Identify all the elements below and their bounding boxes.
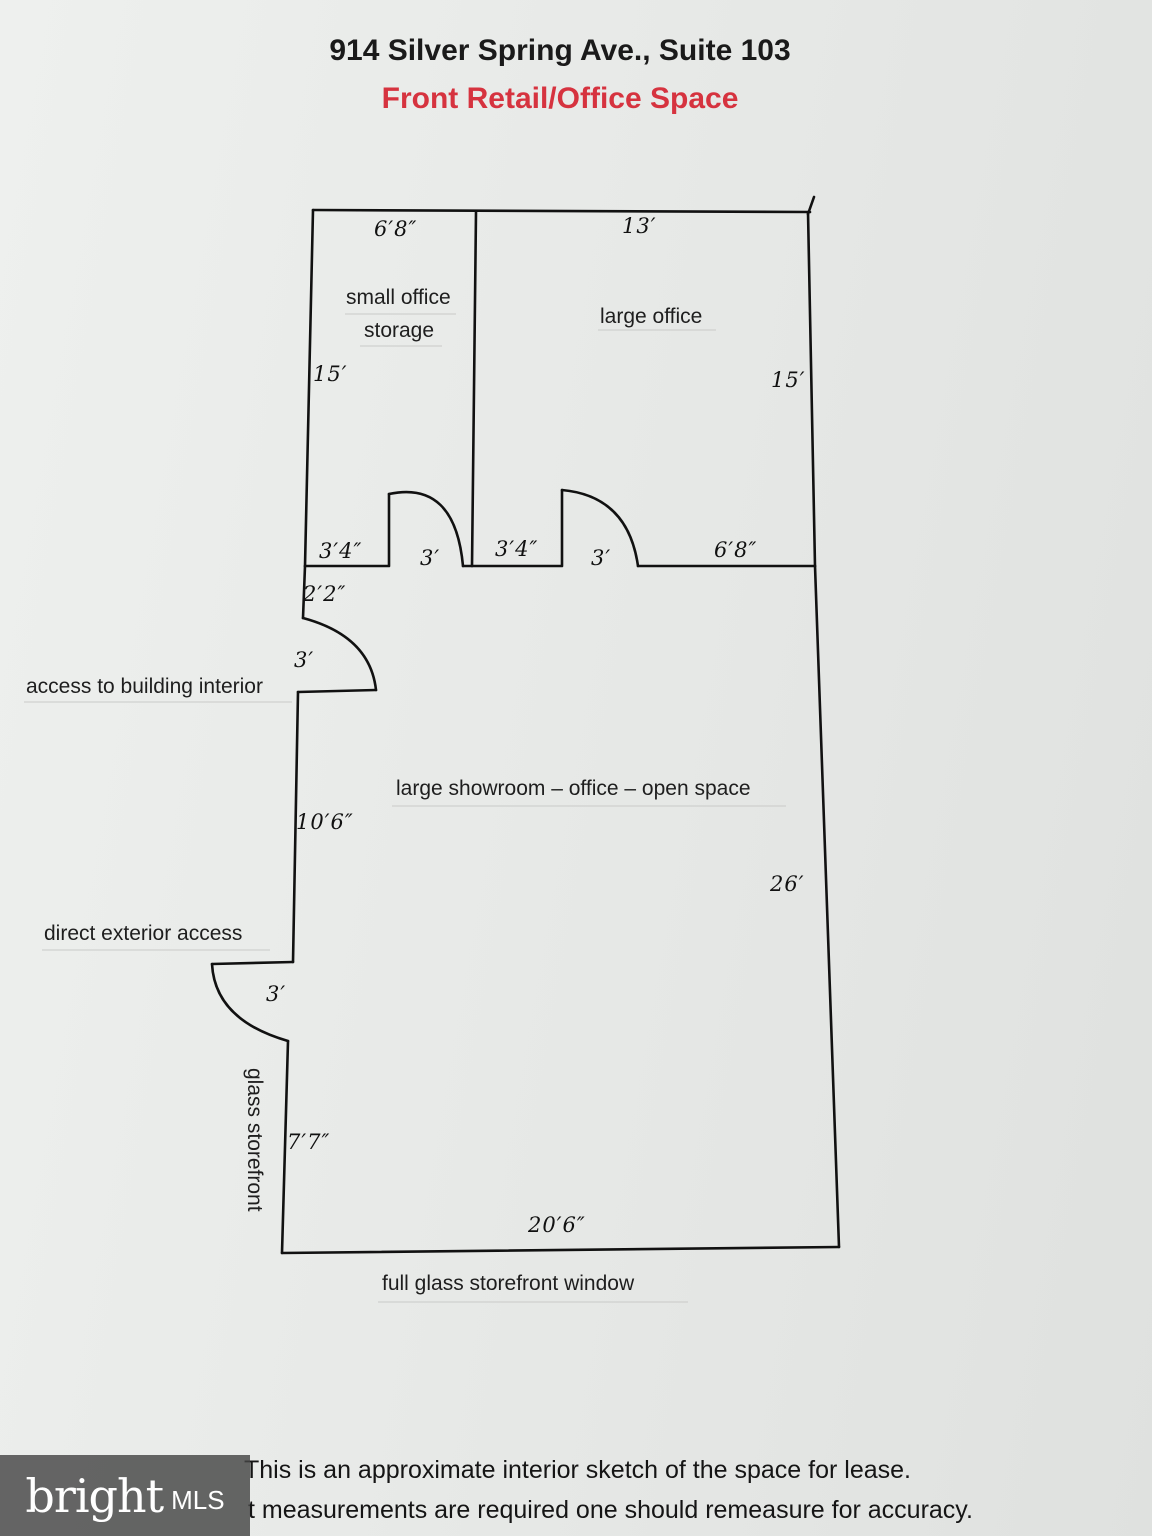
corner-tick	[806, 195, 816, 216]
dim-wall-right-seg: 6′8″	[714, 538, 758, 562]
office-front-wall-left	[303, 492, 391, 568]
dim-large-office-width: 13′	[622, 214, 657, 238]
exterior-door-sill	[210, 960, 295, 966]
dim-large-office-depth: 15′	[771, 368, 806, 392]
large-office-label: large office	[600, 305, 703, 328]
door-swing-large-office	[560, 488, 640, 568]
dim-left-upper-seg: 2′2″	[303, 582, 347, 606]
dim-left-mid-seg: 10′6″	[296, 810, 354, 834]
office-front-wall-mid	[461, 488, 564, 568]
interior-access-label: access to building interior	[26, 675, 263, 698]
glass-storefront-label: glass storefront	[243, 1068, 266, 1212]
dim-door-small-office: 3′	[420, 546, 441, 570]
office-right-wall	[806, 210, 817, 568]
showroom-label: large showroom – office – open space	[396, 777, 751, 800]
front-wall	[280, 1245, 841, 1255]
dim-small-office-width: 6′8″	[374, 217, 418, 241]
door-swing-small-office	[387, 490, 465, 568]
door-swing-exterior	[210, 962, 290, 1043]
storefront-window-label: full glass storefront window	[382, 1272, 635, 1295]
door-swing-interior	[301, 616, 378, 692]
page-title: 914 Silver Spring Ave., Suite 103	[329, 34, 791, 67]
watermark-suffix: MLS	[171, 1485, 225, 1515]
office-left-wall	[303, 208, 315, 568]
watermark-brand: bright	[25, 1468, 164, 1523]
dim-wall-left-seg: 3′4″	[319, 539, 363, 563]
bright-mls-watermark: bright MLS	[0, 1455, 250, 1536]
showroom-right-wall	[813, 564, 841, 1249]
left-wall-middle	[291, 690, 300, 964]
office-divider-wall	[470, 210, 478, 568]
dim-door-large-office: 3′	[591, 546, 612, 570]
dim-small-office-depth: 15′	[313, 362, 348, 386]
top-wall	[311, 208, 812, 214]
exterior-access-label: direct exterior access	[44, 922, 243, 945]
left-wall-upper	[301, 564, 307, 620]
disclaimer-line-2: t measurements are required one should r…	[248, 1496, 973, 1524]
dim-front-width: 20′6″	[528, 1213, 586, 1237]
disclaimer-line-1: This is an approximate interior sketch o…	[244, 1456, 911, 1484]
dim-left-lower-seg: 7′7″	[287, 1130, 331, 1154]
dim-showroom-depth: 26′	[770, 872, 805, 896]
left-wall-lower	[280, 1039, 290, 1255]
small-office-label: small office	[346, 286, 451, 309]
storage-label: storage	[364, 319, 435, 342]
interior-door-sill	[296, 688, 378, 694]
dim-wall-mid-seg: 3′4″	[495, 537, 539, 561]
dim-interior-door: 3′	[294, 648, 315, 672]
dim-exterior-door: 3′	[266, 982, 287, 1006]
page-subtitle: Front Retail/Office Space	[381, 82, 739, 115]
